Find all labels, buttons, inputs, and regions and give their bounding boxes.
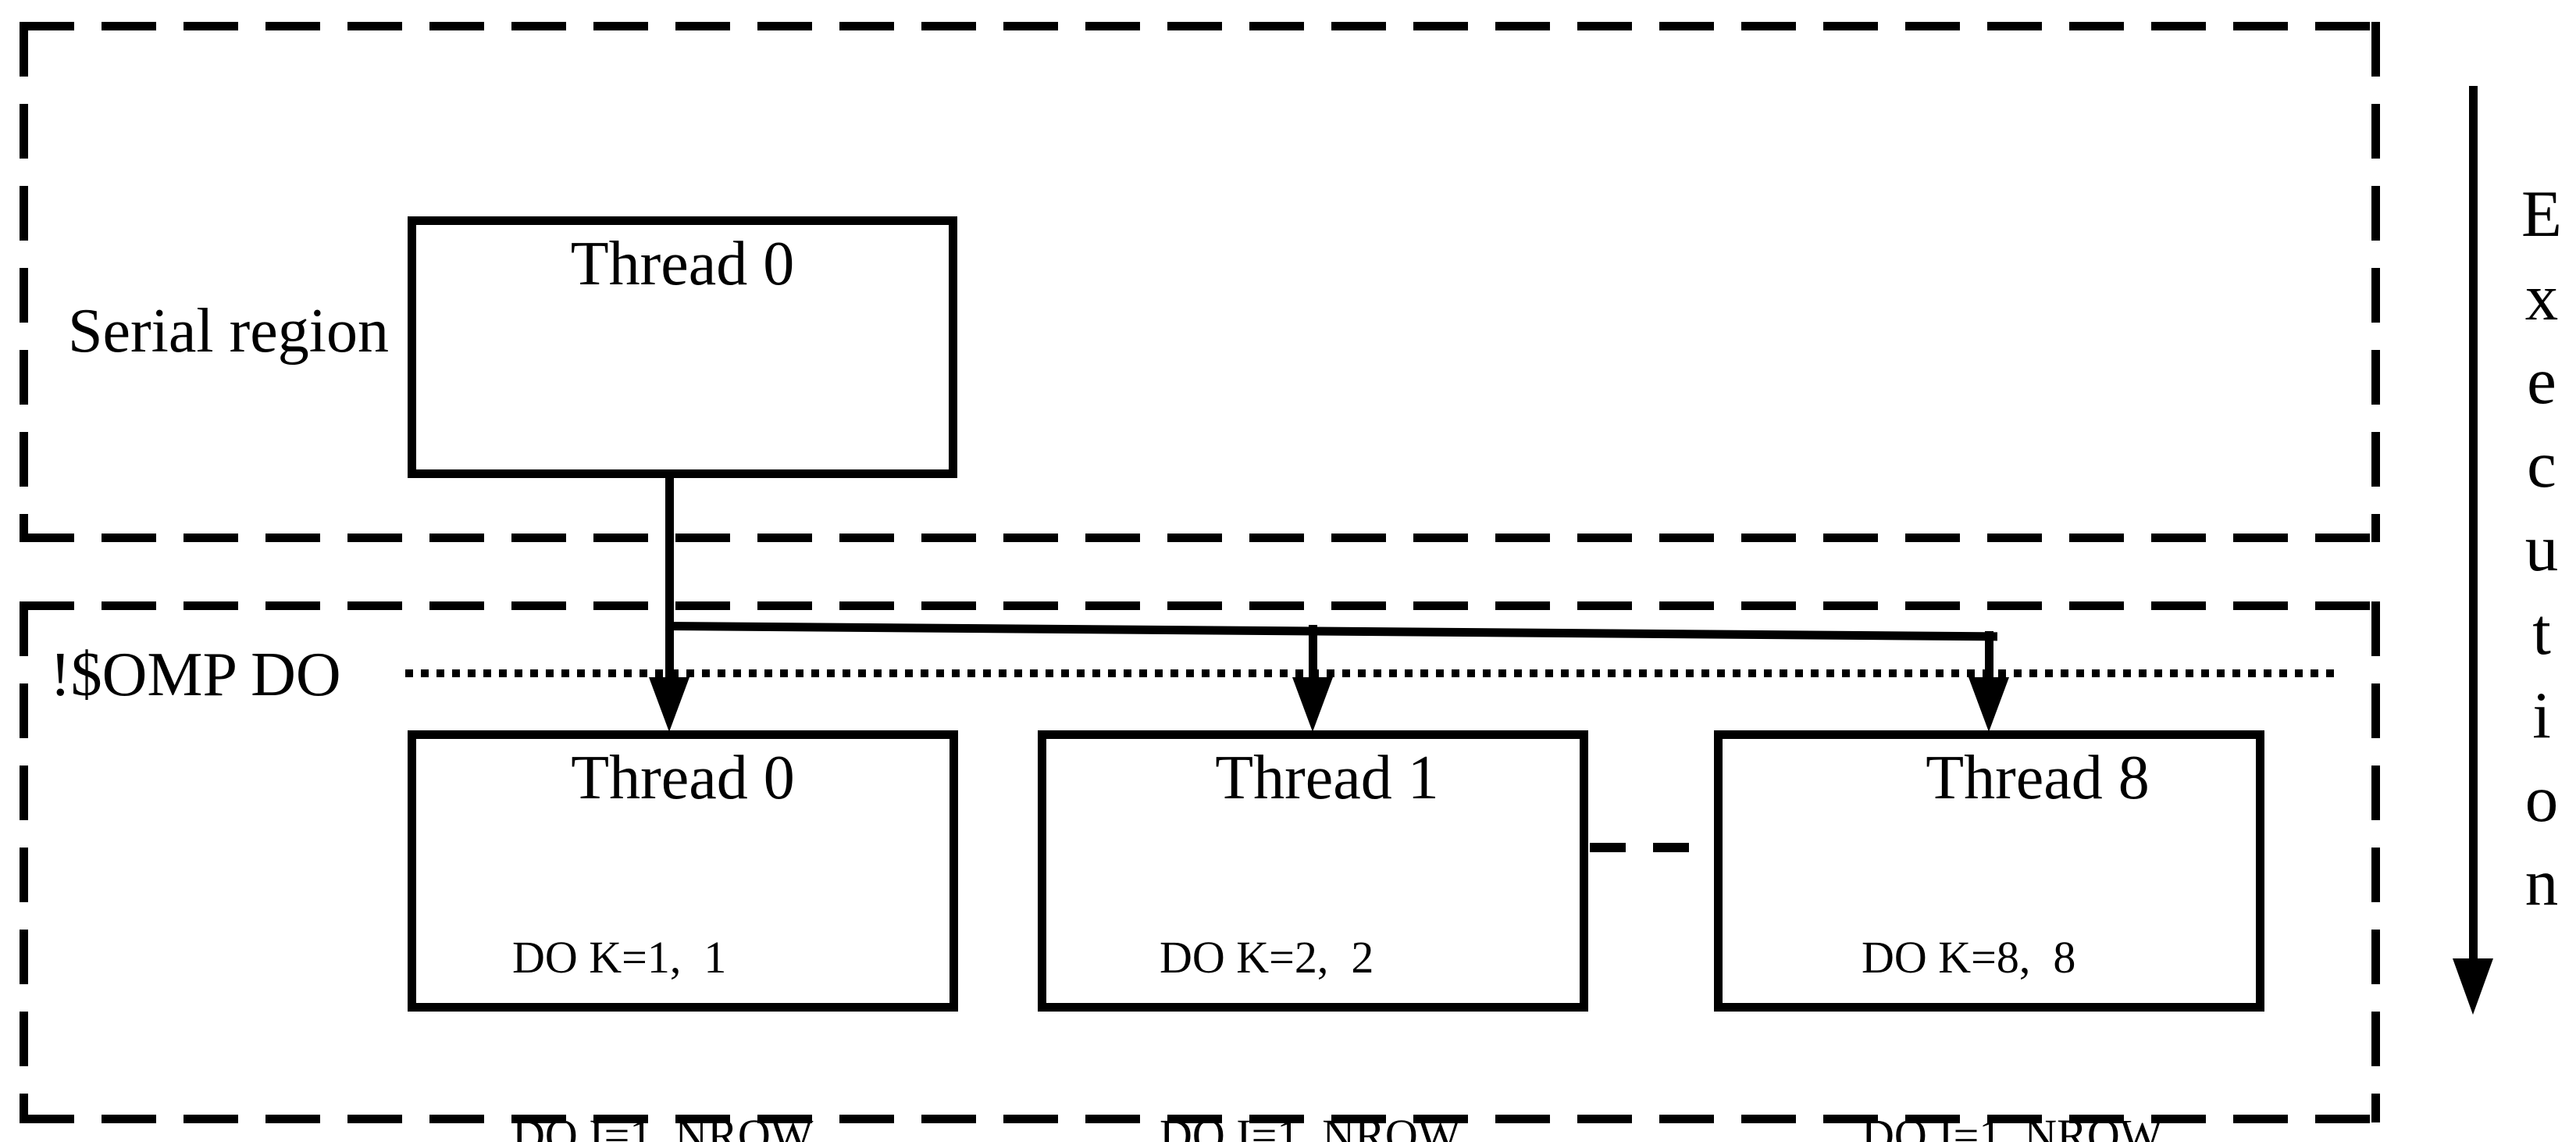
- execution-axis-line: [2469, 86, 2478, 961]
- parallel-region-border-top: [20, 601, 2380, 610]
- thread-box-1: Thread 1 DO K=2, 2 DO I=1, NROW DO J=1, …: [1038, 730, 1588, 1142]
- omp-do-label: !$OMP DO: [50, 641, 341, 709]
- code-line: DO I=1, NROW: [512, 1110, 814, 1142]
- execution-axis-arrowhead: [2453, 958, 2493, 1015]
- code-line: DO K=8, 8: [1862, 932, 2076, 983]
- serial-region-border-top: [20, 22, 2380, 30]
- code-line: DO K=2, 2: [1160, 932, 1374, 983]
- fork-dotted-line: [405, 669, 2335, 677]
- code-line: DO I=1, NROW: [1862, 1110, 2163, 1142]
- arrowhead-thread8: [1969, 677, 2009, 732]
- thread-box-8-title: Thread 8: [1926, 744, 2150, 812]
- serial-region-border-right: [2371, 22, 2380, 542]
- arrowhead-thread0: [649, 677, 689, 732]
- arrowhead-thread1: [1292, 677, 1333, 732]
- branch-drop-line-thread1: [1309, 625, 1317, 687]
- serial-drop-line: [665, 478, 674, 687]
- execution-axis-label: Execution: [2505, 177, 2576, 930]
- thread-box-1-title: Thread 1: [1215, 744, 1439, 812]
- thread-ellipsis-link: [1590, 843, 1714, 852]
- fork-branch-line: [664, 622, 1997, 641]
- thread-box-0: Thread 0 DO K=1, 1 DO I=1, NROW DO J=1, …: [408, 730, 958, 1142]
- serial-thread-title: Thread 0: [570, 230, 795, 298]
- parallel-region-border-bottom: [20, 1115, 2380, 1123]
- serial-region-border-bottom: [20, 534, 2380, 542]
- thread-box-1-code: DO K=2, 2 DO I=1, NROW DO J=1, NCOL: [1046, 809, 1580, 1142]
- branch-drop-line-thread8: [1985, 631, 1993, 687]
- thread-box-0-title: Thread 0: [571, 744, 795, 812]
- serial-region-label: Serial region: [68, 297, 389, 366]
- code-line: DO K=1, 1: [512, 932, 727, 983]
- serial-region-border-left: [20, 22, 28, 542]
- parallel-region-border-left: [20, 601, 28, 1122]
- parallel-region-border-right: [2371, 601, 2380, 1122]
- thread-box-8-code: DO K=8, 8 DO I=1, NROW DO J=1, NCOL: [1723, 809, 2256, 1142]
- serial-thread-box: Thread 0: [408, 216, 957, 478]
- thread-box-0-code: DO K=1, 1 DO I=1, NROW DO J=1, NCOL: [416, 809, 950, 1142]
- thread-box-8: Thread 8 DO K=8, 8 DO I=1, NROW DO J=1, …: [1714, 730, 2264, 1142]
- code-line: DO I=1, NROW: [1160, 1110, 1461, 1142]
